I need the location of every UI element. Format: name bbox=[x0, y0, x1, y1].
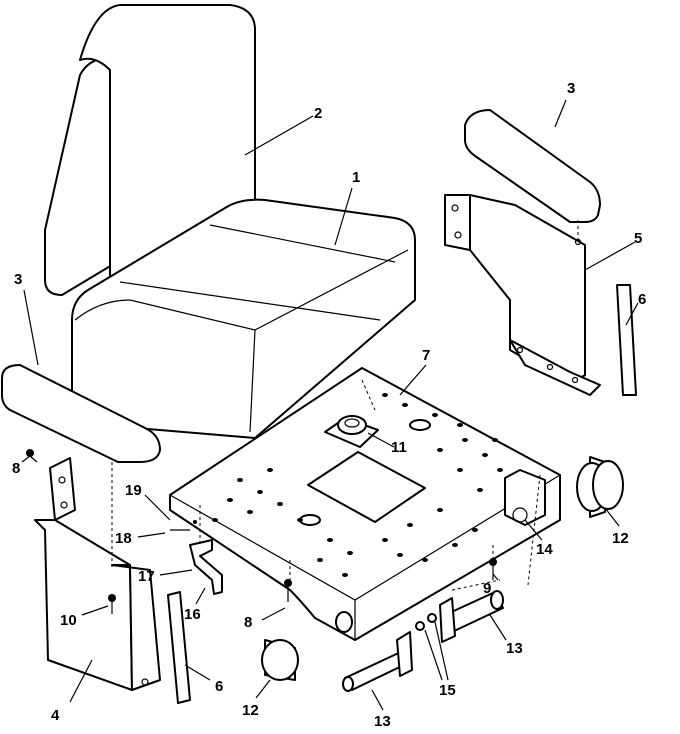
callouts: 1 2 3 3 4 5 6 6 7 8 8 9 10 11 12 12 13 1… bbox=[12, 80, 646, 730]
tube-right bbox=[616, 284, 637, 396]
roller-left bbox=[261, 639, 299, 681]
plate-hole bbox=[297, 518, 303, 522]
callout-12-right: 12 bbox=[612, 530, 629, 547]
callout-2: 2 bbox=[314, 105, 322, 122]
callout-1: 1 bbox=[352, 169, 360, 186]
plate-hole bbox=[257, 490, 263, 494]
callout-19: 19 bbox=[125, 482, 142, 499]
pivot-hole bbox=[512, 507, 528, 523]
plate-hole bbox=[342, 573, 348, 577]
callout-6-right: 6 bbox=[638, 291, 646, 308]
tube-left bbox=[167, 591, 191, 704]
plate-hole bbox=[457, 468, 463, 472]
callout-3-right: 3 bbox=[567, 80, 575, 97]
plate-hole bbox=[212, 518, 218, 522]
callout-8-center: 8 bbox=[244, 614, 252, 631]
callout-14: 14 bbox=[536, 541, 553, 558]
plate-hole bbox=[407, 523, 413, 527]
plate-hole bbox=[422, 558, 428, 562]
plate-hole bbox=[452, 543, 458, 547]
washer bbox=[427, 613, 437, 623]
plate-hole bbox=[267, 468, 273, 472]
callout-4: 4 bbox=[51, 707, 60, 724]
plate-hole bbox=[327, 538, 333, 542]
callout-15: 15 bbox=[439, 682, 456, 699]
callout-8-left: 8 bbox=[12, 460, 20, 477]
plate-hole bbox=[472, 528, 478, 532]
callout-5: 5 bbox=[634, 230, 642, 247]
plate-holes bbox=[212, 393, 503, 577]
bracket-left bbox=[34, 457, 161, 691]
plate-hole bbox=[432, 413, 438, 417]
pivot-block bbox=[504, 469, 546, 526]
plate-hole bbox=[437, 508, 443, 512]
plate-hole bbox=[382, 538, 388, 542]
callout-13-rear: 13 bbox=[506, 640, 523, 657]
seat-back bbox=[44, 4, 256, 296]
callout-6-left: 6 bbox=[215, 678, 223, 695]
callout-18: 18 bbox=[115, 530, 132, 547]
plate-hole bbox=[397, 553, 403, 557]
callout-7: 7 bbox=[422, 347, 430, 364]
plate-hole bbox=[497, 468, 503, 472]
plate-hole bbox=[402, 403, 408, 407]
bracket-right bbox=[444, 194, 601, 396]
plate-hole bbox=[492, 438, 498, 442]
callout-3-left: 3 bbox=[14, 271, 22, 288]
armrest-left bbox=[1, 364, 161, 463]
roller-right bbox=[576, 456, 624, 518]
plate-hole bbox=[347, 551, 353, 555]
shaft-front bbox=[342, 631, 413, 692]
seat-cushion bbox=[71, 198, 416, 439]
callout-11: 11 bbox=[391, 439, 407, 456]
callout-16: 16 bbox=[184, 606, 201, 623]
armrest-right bbox=[464, 109, 601, 223]
plate-hole bbox=[227, 498, 233, 502]
plate-hole bbox=[247, 510, 253, 514]
shaft-rear bbox=[439, 590, 504, 643]
seat-plate bbox=[169, 367, 561, 641]
plate-hole bbox=[477, 488, 483, 492]
plate-hole bbox=[462, 438, 468, 442]
bolts bbox=[26, 449, 497, 614]
callout-10: 10 bbox=[60, 612, 77, 629]
callout-12-left: 12 bbox=[242, 702, 259, 719]
plate-hole bbox=[382, 393, 388, 397]
plate-hole bbox=[437, 448, 443, 452]
bearing bbox=[324, 415, 379, 448]
plate-hole bbox=[277, 502, 283, 506]
spring bbox=[193, 520, 197, 524]
plate-hole bbox=[317, 558, 323, 562]
callout-13-front: 13 bbox=[374, 713, 391, 730]
callout-17: 17 bbox=[138, 568, 155, 585]
plate-hole bbox=[237, 478, 243, 482]
callout-9: 9 bbox=[483, 580, 491, 597]
latch bbox=[189, 539, 223, 595]
washer bbox=[415, 621, 425, 631]
plate-hole bbox=[482, 453, 488, 457]
plate-hole bbox=[457, 423, 463, 427]
